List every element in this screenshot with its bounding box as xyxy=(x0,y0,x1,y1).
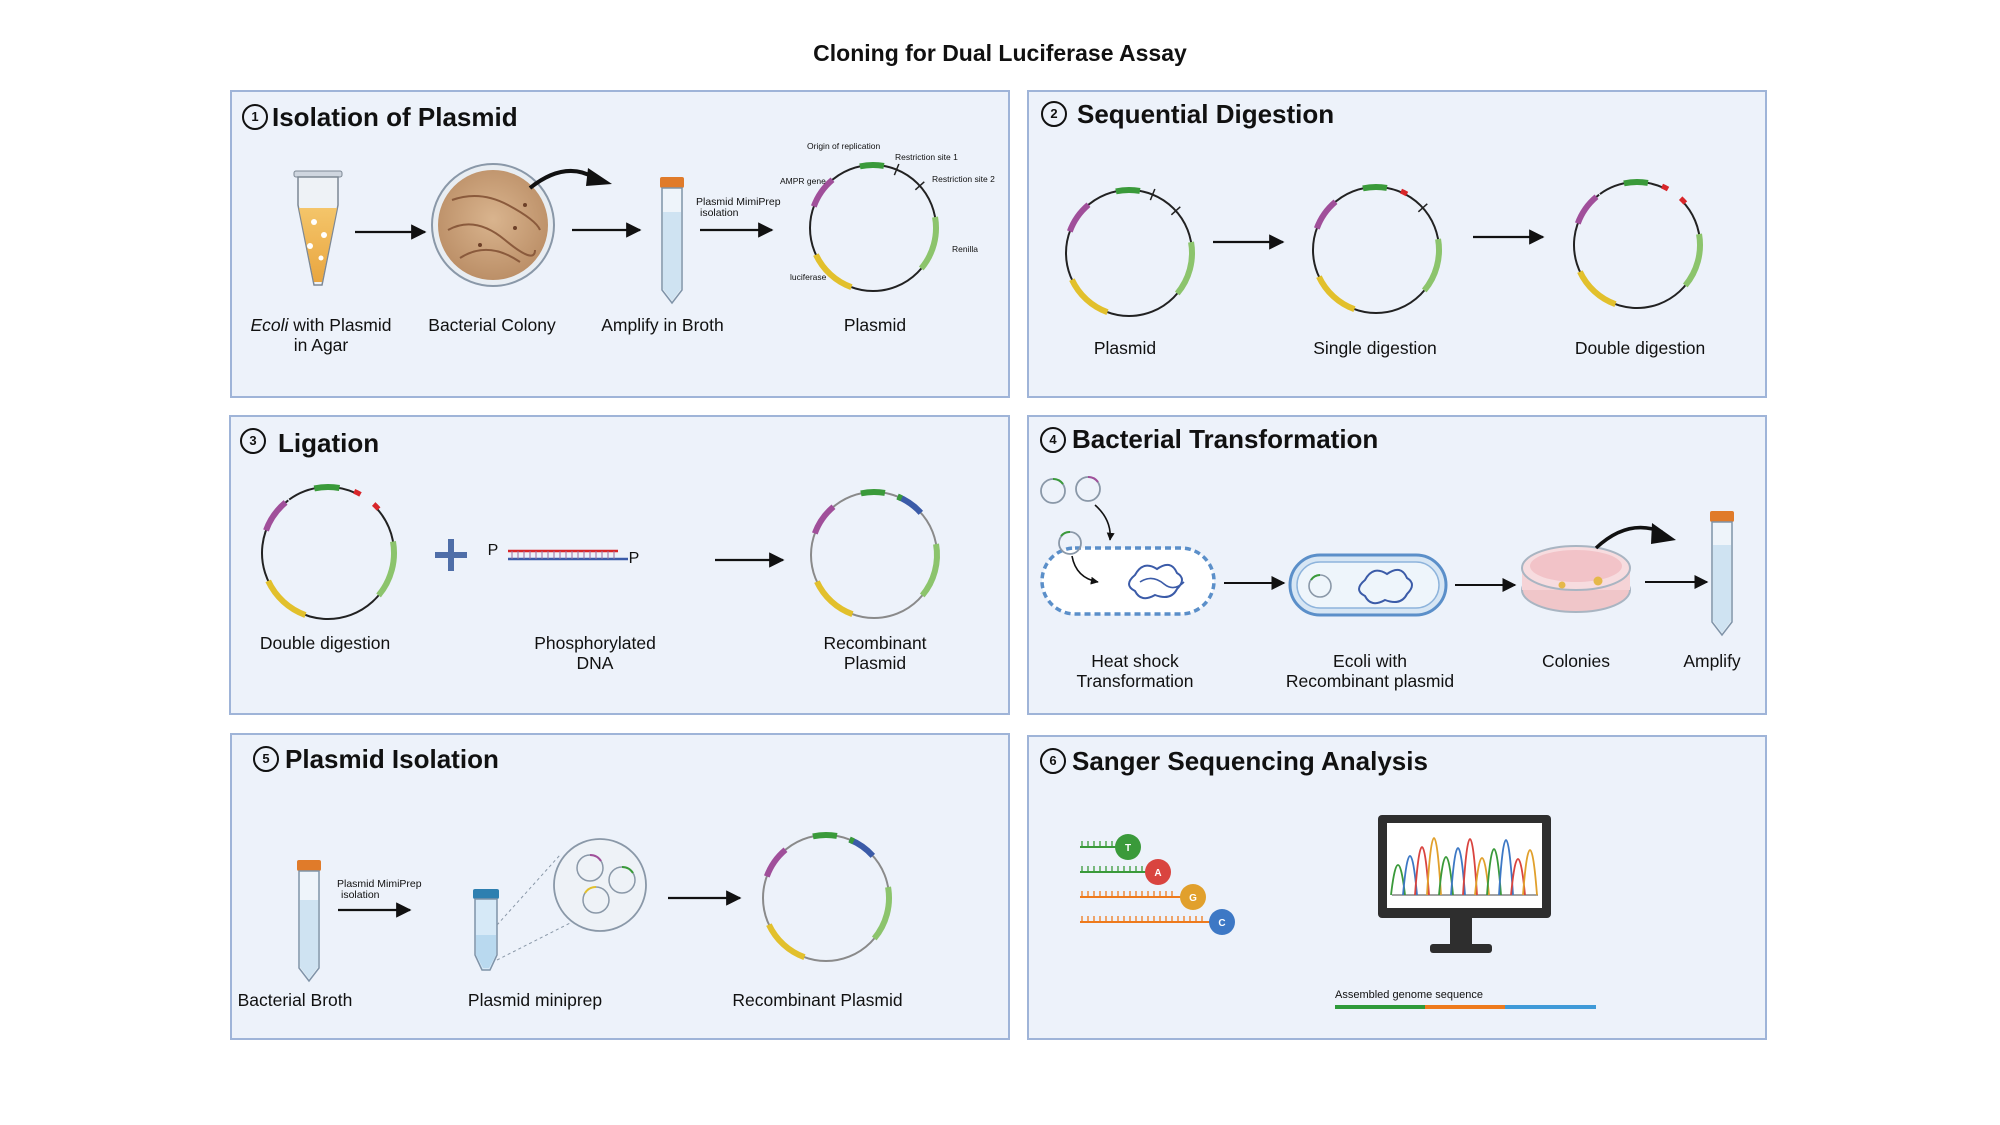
panel-title-1: Isolation of Plasmid xyxy=(272,102,518,132)
chromatogram-peak xyxy=(1498,839,1514,896)
plasmid-single-digestion xyxy=(1312,184,1442,314)
miniprep-note-5-line1: Plasmid MimiPrep xyxy=(337,878,422,890)
amplify-tube-icon xyxy=(1710,511,1734,637)
step-number-4: 4 xyxy=(1040,427,1066,453)
phosphorylated-line2: DNA xyxy=(576,653,614,673)
plasmid-double-digestion xyxy=(1573,179,1703,309)
plus-icon xyxy=(435,539,467,571)
phosphate-left: P xyxy=(487,542,499,559)
bacterial-colony-label: Bacterial Colony xyxy=(428,315,556,335)
step-number-1: 1 xyxy=(242,104,268,130)
petri-dish-colony-icon xyxy=(431,163,612,287)
map-label-renilla: Renilla xyxy=(952,244,978,254)
panel-title-6: Sanger Sequencing Analysis xyxy=(1072,746,1428,776)
step-number-6: 6 xyxy=(1040,748,1066,774)
ecoli-label-rest: with Plasmid xyxy=(288,315,392,335)
single-digestion-label: Single digestion xyxy=(1313,338,1437,358)
panel-isolation-of-plasmid xyxy=(230,90,1010,398)
map-label-site2: Restriction site 2 xyxy=(932,174,995,184)
ecoli-recombinant-label: Ecoli with Recombinant plasmid xyxy=(1280,651,1460,691)
nucleotide-G xyxy=(1180,884,1206,910)
ecoli-label: Ecoli with Plasmid in Agar xyxy=(246,315,396,355)
nucleotide-A xyxy=(1145,859,1171,885)
phosphate-right: P xyxy=(628,550,640,567)
nucleotide-T xyxy=(1115,834,1141,860)
chromatogram-peak xyxy=(1462,838,1478,896)
amplify-label: Amplify xyxy=(1683,651,1741,671)
recombinant-line2: Plasmid xyxy=(843,653,907,673)
miniprep-note-line2: isolation xyxy=(700,207,739,219)
map-label-luciferase: luciferase xyxy=(790,272,827,282)
recombinant-line1: Recombinant xyxy=(823,633,927,653)
double-digestion-label-3: Double digestion xyxy=(259,633,391,653)
colonies-label: Colonies xyxy=(1541,651,1611,671)
map-label-site1: Restriction site 1 xyxy=(895,152,958,162)
sequencing-strands-icon xyxy=(1080,841,1215,923)
miniprep-note-line1: Plasmid MimiPrep xyxy=(696,196,781,208)
map-label-origin: Origin of replication xyxy=(807,141,881,151)
agar-tube-icon xyxy=(293,170,343,286)
plasmid-miniprep-label: Plasmid miniprep xyxy=(467,990,603,1010)
miniprep-note-5-line2: isolation xyxy=(341,889,380,901)
heat-shock-line1: Heat shock xyxy=(1091,651,1179,671)
plasmid-label-1: Plasmid xyxy=(843,315,907,335)
amplify-broth-label: Amplify in Broth xyxy=(601,315,724,335)
double-digestion-label-2: Double digestion xyxy=(1574,338,1706,358)
miniprep-column-icon xyxy=(473,838,647,971)
heat-shock-line2: Transformation xyxy=(1076,671,1194,691)
map-label-ampr: AMPR gene xyxy=(780,176,826,186)
plasmid-label-2: Plasmid xyxy=(1093,338,1157,358)
nucleotide-C xyxy=(1209,909,1235,935)
panel-title-2: Sequential Digestion xyxy=(1077,99,1335,129)
nucleotide-label: A xyxy=(1154,868,1161,879)
panel-title-5: Plasmid Isolation xyxy=(285,744,499,774)
ecoli-label-line2: in Agar xyxy=(293,335,349,355)
ecoli-recombinant-line1: Ecoli with xyxy=(1333,651,1407,671)
plasmid-recombinant-isolation xyxy=(762,832,892,962)
bacterial-broth-tube-icon xyxy=(297,860,321,983)
phosphorylated-dna-label: Phosphorylated DNA xyxy=(520,633,670,673)
nucleotide-label: T xyxy=(1125,843,1131,854)
ecoli-cell-icon xyxy=(1288,553,1448,617)
step-number-3: 3 xyxy=(240,428,266,454)
heat-shock-label: Heat shock Transformation xyxy=(1060,651,1210,691)
chromatogram-peak xyxy=(1522,849,1538,896)
page-title: Cloning for Dual Luciferase Assay xyxy=(813,40,1187,66)
chromatogram-peak xyxy=(1426,837,1442,896)
panel-ligation xyxy=(229,415,1010,715)
broth-tube-icon xyxy=(660,177,684,305)
panel-sequential-digestion xyxy=(1027,90,1767,398)
plasmid-intact xyxy=(1065,187,1195,317)
plasmid-recombinant-ligation xyxy=(810,489,940,619)
panel-title-4: Bacterial Transformation xyxy=(1072,424,1379,454)
bacterial-broth-label: Bacterial Broth xyxy=(237,990,353,1010)
nucleotide-label: C xyxy=(1218,918,1225,929)
plasmid-map xyxy=(809,162,939,292)
step-number-5: 5 xyxy=(253,746,279,772)
panel-title-3: Ligation xyxy=(278,428,380,458)
phosphorylated-dna-icon xyxy=(508,549,628,561)
ecoli-recombinant-line2: Recombinant plasmid xyxy=(1285,671,1455,691)
ecoli-label-italic: Ecoli xyxy=(250,315,289,335)
nucleotide-label: G xyxy=(1189,893,1197,904)
colonies-dish-icon xyxy=(1521,523,1676,613)
recombinant-plasmid-label-5: Recombinant Plasmid xyxy=(732,990,903,1010)
recombinant-plasmid-label-3: Recombinant Plasmid xyxy=(800,633,950,673)
heat-shock-cell-icon xyxy=(1040,475,1216,616)
step-number-2: 2 xyxy=(1041,101,1067,127)
genome-sequence-label: Assembled genome sequence xyxy=(1335,989,1483,1001)
phosphorylated-line1: Phosphorylated xyxy=(534,633,656,653)
plasmid-double-digestion-ligation xyxy=(261,484,397,620)
